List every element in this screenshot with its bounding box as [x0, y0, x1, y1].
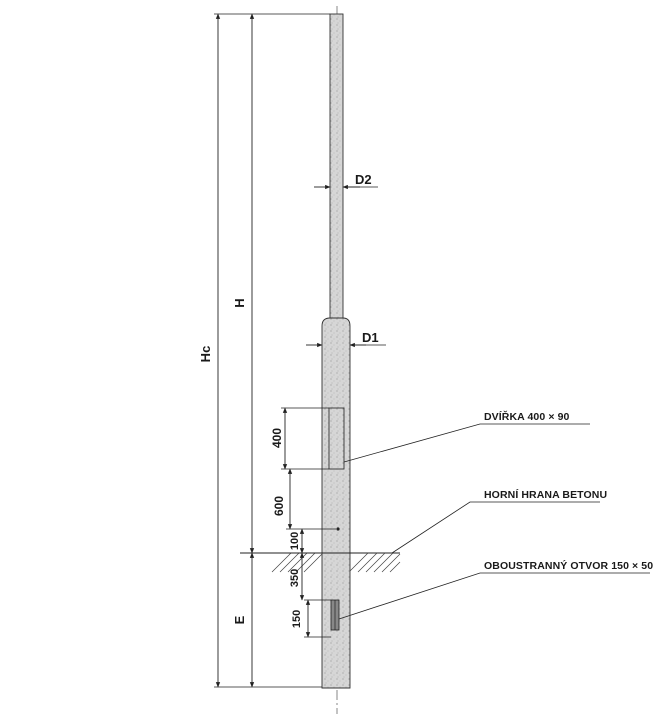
- dim-label-door-height: 400: [270, 428, 284, 448]
- dim-label-hc: Hc: [198, 346, 213, 363]
- ground-level: [240, 552, 401, 573]
- concrete-marker: [336, 527, 340, 531]
- dim-label-d1: D1: [362, 330, 379, 345]
- pole-upper-section: [329, 13, 344, 321]
- dim-label-e: E: [232, 615, 247, 624]
- callout-leaders: [338, 423, 650, 620]
- dim-label-concrete-offset: 100: [289, 532, 301, 550]
- callout-door: DVÍŘKA 400 × 90: [484, 410, 570, 423]
- extension-lines: [214, 13, 336, 688]
- callout-hole: OBOUSTRANNÝ OTVOR 150 × 50: [484, 559, 653, 572]
- dim-label-h: H: [232, 298, 247, 307]
- door-opening: [328, 407, 345, 470]
- dim-label-d2: D2: [355, 172, 372, 187]
- dim-label-hole-height: 150: [291, 610, 303, 628]
- callout-concrete: HORNÍ HRANA BETONU: [484, 488, 607, 501]
- pole-lower-section: [321, 317, 351, 689]
- dim-label-hole-offset: 350: [289, 569, 301, 587]
- dim-label-door-offset: 600: [272, 496, 286, 516]
